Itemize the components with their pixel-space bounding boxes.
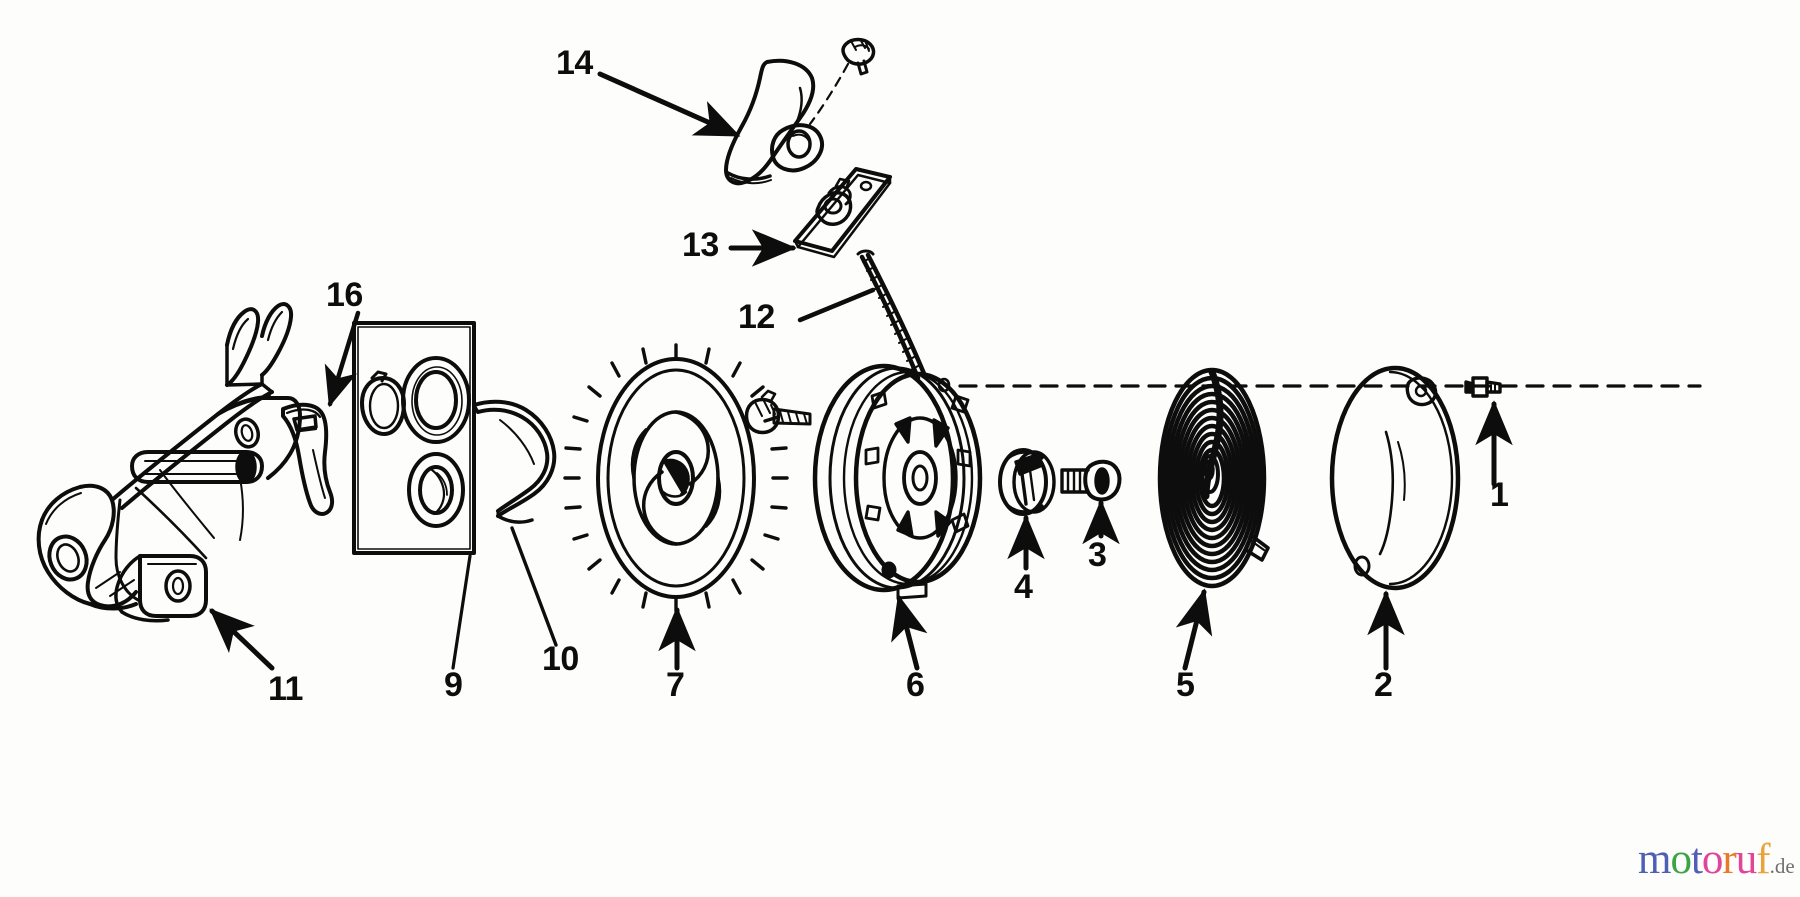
- watermark-tld: .de: [1769, 854, 1795, 878]
- callout-label-13: 13: [682, 226, 719, 264]
- callout-label-11: 11: [268, 670, 303, 708]
- part-10-spring-clip-wire: [472, 399, 557, 524]
- callout-label-9: 9: [444, 666, 463, 704]
- callout-label-12: 12: [738, 298, 775, 336]
- part-4-brake-spring-clip: [998, 448, 1056, 516]
- callout-label-14: 14: [556, 44, 593, 82]
- part-3-screw: [1060, 459, 1122, 502]
- part-13-rope-guide-bracket: [793, 167, 892, 259]
- pulley-retaining-screw: [744, 389, 812, 435]
- watermark-letter-r: r: [1722, 836, 1736, 883]
- part-11-mounting-bracket: [36, 302, 302, 623]
- callout-label-16: 16: [326, 276, 363, 314]
- watermark-letter-o1: o: [1670, 836, 1691, 883]
- leader-line-5: [1175, 588, 1213, 671]
- part-6-starter-pulley: [812, 363, 983, 600]
- callout-label-7: 7: [666, 666, 685, 704]
- part-2-starter-cover: [1329, 365, 1461, 591]
- callout-label-5: 5: [1176, 666, 1195, 704]
- assembly-dashed-link-14: [808, 62, 850, 126]
- part-14-handle-insert: [841, 37, 876, 76]
- leader-line-14: [597, 71, 741, 138]
- callout-label-10: 10: [542, 640, 579, 678]
- watermark-letter-u: u: [1735, 836, 1757, 883]
- watermark-letter-m: m: [1638, 836, 1671, 883]
- watermark-letter-o2: o: [1701, 836, 1723, 883]
- callout-label-1: 1: [1490, 476, 1509, 514]
- callout-label-4: 4: [1014, 568, 1033, 606]
- part-7-starter-gear: [563, 343, 789, 613]
- watermark-letter-f: f: [1756, 836, 1770, 883]
- site-watermark: motoruf.de: [1638, 838, 1795, 881]
- leader-line-12: [797, 287, 876, 323]
- leader-line-6: [891, 594, 928, 671]
- part-16-pawl-dog: [281, 402, 335, 516]
- part-14-starter-handle: [724, 58, 824, 186]
- leader-line-9: [451, 554, 472, 670]
- callout-label-6: 6: [906, 666, 925, 704]
- callout-label-3: 3: [1088, 536, 1107, 574]
- part-5-recoil-spring: [1157, 367, 1270, 589]
- watermark-letter-t: t: [1690, 836, 1703, 883]
- leader-line-10: [510, 526, 558, 647]
- callout-label-2: 2: [1374, 666, 1393, 704]
- leader-line-11: [209, 608, 275, 671]
- part-9-starter-housing: [352, 321, 476, 555]
- part-1-cover-screw: [1464, 376, 1502, 398]
- part-12-starter-rope: [856, 249, 928, 381]
